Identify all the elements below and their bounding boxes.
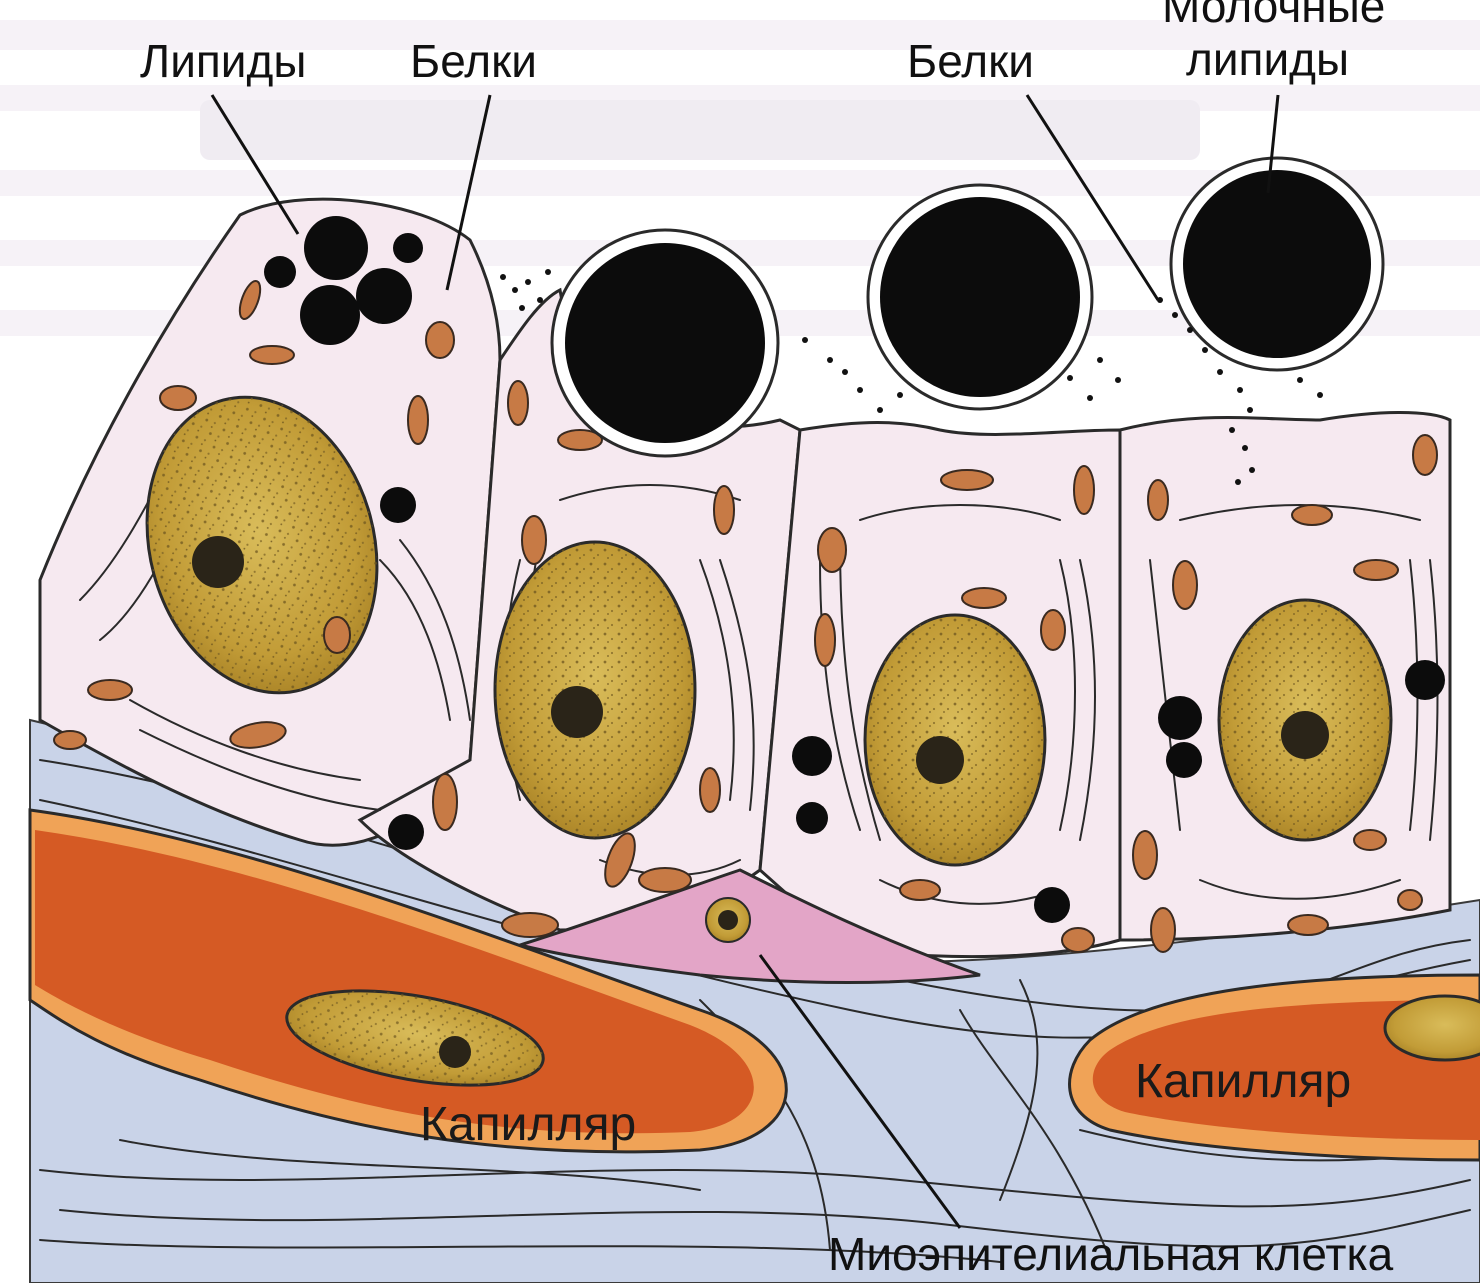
label-proteins-right: Белки [907,35,1034,87]
nucleolus-cell-2 [551,686,603,738]
label-milk-lipids-line2: липиды [1186,33,1349,85]
nucleolus-cell-3 [916,736,964,784]
label-lipids: Липиды [140,35,306,87]
milk-lipid-globules [552,158,1383,456]
nucleolus-cell-1 [192,536,244,588]
label-myoepithelial-cell: Миоэпителиальная клетка [828,1228,1394,1280]
nucleolus-cell-4 [1281,711,1329,759]
label-capillary-right: Капилляр [1135,1055,1351,1108]
label-capillary-left: Капилляр [420,1098,636,1151]
label-milk-lipids-line1: Молочные [1162,0,1385,32]
label-proteins-left: Белки [410,35,537,87]
